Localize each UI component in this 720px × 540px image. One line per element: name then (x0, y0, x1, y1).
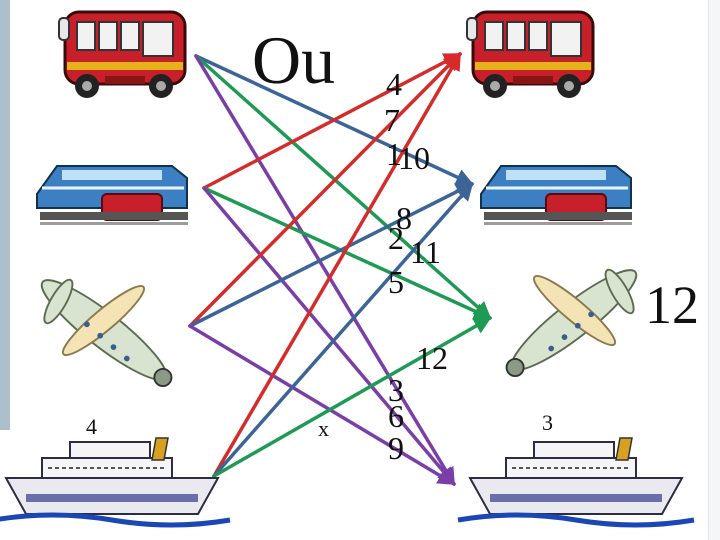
connection-line (214, 184, 472, 476)
label-x: x (318, 418, 329, 440)
ship-icon (0, 438, 230, 525)
label-4-bottom: 4 (86, 416, 97, 438)
label-4-top: 4 (386, 68, 402, 100)
connection-lines (190, 54, 490, 484)
connection-line (204, 188, 454, 484)
ship-icon (458, 438, 694, 525)
train-icon (481, 166, 632, 225)
label-2: 2 (388, 222, 404, 254)
label-5: 5 (388, 266, 404, 298)
connection-line (214, 318, 490, 476)
label-11: 11 (410, 236, 441, 268)
airplane-icon (32, 269, 176, 392)
label-9: 9 (388, 432, 404, 464)
label-10: 10 (398, 142, 430, 174)
label-12-right: 12 (645, 278, 699, 332)
connection-line (196, 56, 490, 318)
label-12-mid: 12 (416, 342, 448, 374)
label-7: 7 (384, 104, 400, 136)
bus-icon (467, 12, 593, 98)
label-3-bottom: 3 (542, 412, 553, 434)
label-6: 6 (388, 400, 404, 432)
train-icon (37, 166, 188, 225)
bus-icon (59, 12, 185, 98)
title-text: Ou (252, 26, 335, 94)
airplane-icon (502, 259, 646, 382)
